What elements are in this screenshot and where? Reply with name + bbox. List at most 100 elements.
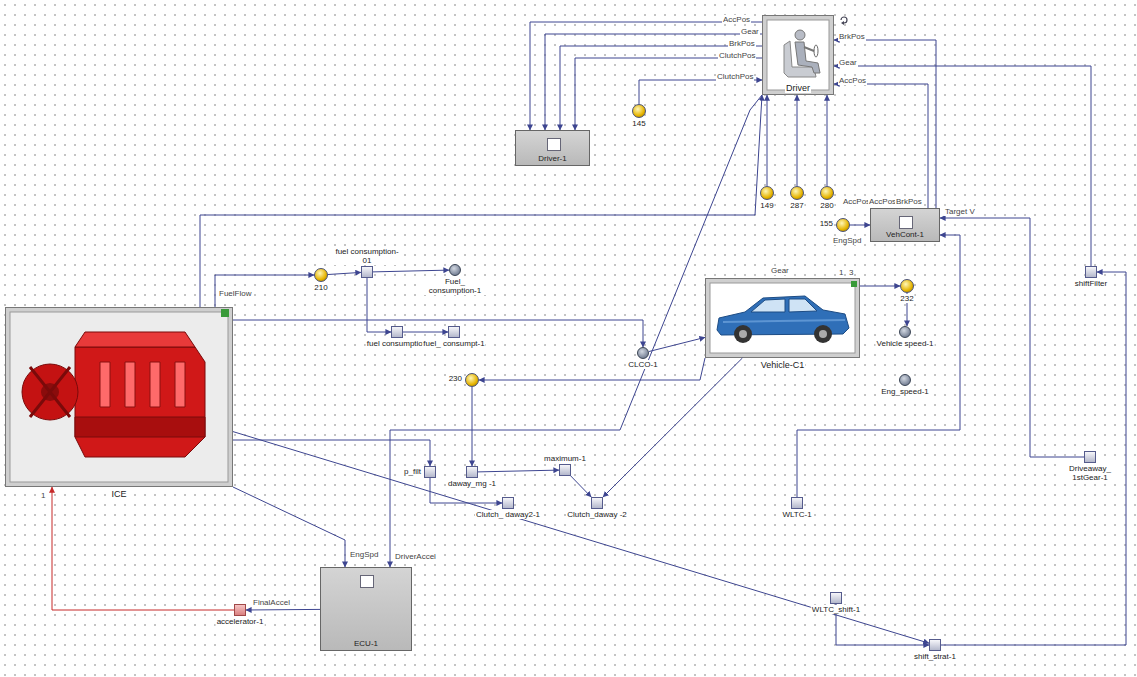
node-label: 230 (448, 374, 463, 383)
function-block: Clutch_daway -2 (591, 497, 603, 509)
signal-wire (328, 272, 361, 274)
signal-wire (430, 478, 502, 503)
node-label: ICE (110, 489, 127, 499)
port-label: 3 (848, 268, 854, 277)
node-label: 232 (899, 294, 914, 303)
signal-wire (797, 235, 960, 497)
node-label: 280 (819, 201, 834, 210)
node-label: 155 (819, 219, 834, 228)
vehicle-illustration (705, 278, 860, 358)
node-label: VehCont-1 (885, 230, 925, 239)
signal-wire (834, 40, 936, 208)
signal-wire (367, 278, 391, 332)
sensor-dot: Fuel_ consumption-1 (449, 264, 461, 276)
signal-wire (479, 358, 705, 380)
port-label: AccPos (842, 197, 871, 206)
function-block: fuel consumption-01 (361, 266, 373, 278)
port-label: AccPos (722, 15, 751, 24)
monitor-gauge: 232 (900, 279, 914, 293)
signal-wire (530, 22, 762, 130)
signal-wire (403, 332, 448, 333)
signal-wire (233, 487, 345, 567)
signal-wire (373, 270, 449, 272)
node-label: Fuel_ consumption-1 (421, 277, 489, 295)
monitor-gauge: 155 (836, 218, 850, 232)
signal-wire (52, 487, 234, 610)
node-label: Driver-1 (537, 154, 567, 163)
node-label: p_filt (403, 467, 422, 476)
node-label: ECU-1 (353, 639, 379, 648)
signal-wire (827, 95, 828, 186)
port-label: Gear (770, 266, 790, 275)
node-label: Clutch_ daway2-1 (475, 510, 541, 519)
monitor-gauge: 287 (790, 186, 804, 200)
signal-wire (233, 440, 430, 466)
signal-wire (603, 358, 742, 497)
port-label: EngSpd (349, 550, 379, 559)
node-label: 287 (789, 201, 804, 210)
port-label: FuelFlow (218, 289, 252, 298)
function-block: maximum-1 (559, 464, 571, 476)
port-label: 1 (40, 491, 46, 500)
node-label: WLTC_shift-1 (811, 605, 861, 614)
function-block: Driveaway_ 1stGear-1 (1084, 451, 1096, 463)
node-label: shiftFilter (1074, 279, 1108, 288)
node-label: Vehicle speed-1 (876, 339, 935, 348)
function-block: p_filt (424, 466, 436, 478)
signal-wire (545, 34, 762, 130)
node-label: fuel consumption (366, 339, 428, 348)
function-block: fuel consumption (391, 326, 403, 338)
node-label: Vehicle-C1 (760, 360, 806, 370)
component-block: Driver (762, 15, 834, 95)
node-label: CLCO-1 (627, 360, 658, 369)
port-label: AccPos (868, 197, 897, 206)
actuator-block: accelerator-1 (234, 604, 246, 616)
port-label: EngSpd (832, 236, 862, 245)
signal-wire (233, 320, 643, 347)
node-label: Driver (785, 83, 811, 93)
signal-wire (834, 66, 1091, 266)
node-label: fuel_ consumpt-1 (422, 339, 485, 348)
signal-wire (834, 84, 928, 208)
port-label: Gear (838, 58, 858, 67)
node-label: 210 (313, 283, 328, 292)
rotate-icon (838, 14, 850, 26)
signal-wire (767, 95, 768, 186)
monitor-gauge: 230 (465, 373, 479, 387)
signal-wire (860, 286, 900, 287)
signal-wire (571, 476, 591, 497)
node-label: Driveaway_ 1stGear-1 (1056, 464, 1124, 482)
signal-wire (940, 218, 1084, 457)
function-block: fuel_ consumpt-1 (448, 326, 460, 338)
monitor-gauge: 210 (314, 268, 328, 282)
port-label: AccPos (838, 76, 867, 85)
monitor-gauge: 145 (632, 104, 646, 118)
sensor-dot: Vehicle speed-1 (899, 326, 911, 338)
node-label: 149 (759, 201, 774, 210)
node-label: 145 (631, 119, 646, 128)
node-label: daway_mg -1 (447, 479, 497, 488)
signal-wire (941, 272, 1126, 645)
sensor-dot: Eng_speed-1 (899, 374, 911, 386)
engine-illustration (5, 307, 233, 487)
port-label: Target V (944, 207, 976, 216)
signal-wire (472, 387, 473, 466)
function-block: Clutch_ daway2-1 (502, 497, 514, 509)
function-block: shiftFilter (1085, 266, 1097, 278)
port-label: FinalAccel (252, 598, 291, 607)
signal-wire (850, 225, 870, 226)
port-label: ClutchPos (716, 72, 754, 81)
signal-wire (575, 58, 762, 130)
function-block: WLTC-1 (791, 497, 803, 509)
subsystem-box: ECU-1 (320, 567, 412, 651)
node-label: shift_strat-1 (913, 652, 957, 661)
port-label: Gear (740, 27, 760, 36)
port-label: BrkPos (895, 197, 923, 206)
component-block: Vehicle-C1 (705, 278, 860, 358)
node-label: maximum-1 (543, 454, 587, 463)
subsystem-box: VehCont-1 (870, 208, 940, 242)
component-block: ICE (5, 307, 233, 487)
signal-wire (478, 470, 559, 472)
function-block: daway_mg -1 (466, 466, 478, 478)
